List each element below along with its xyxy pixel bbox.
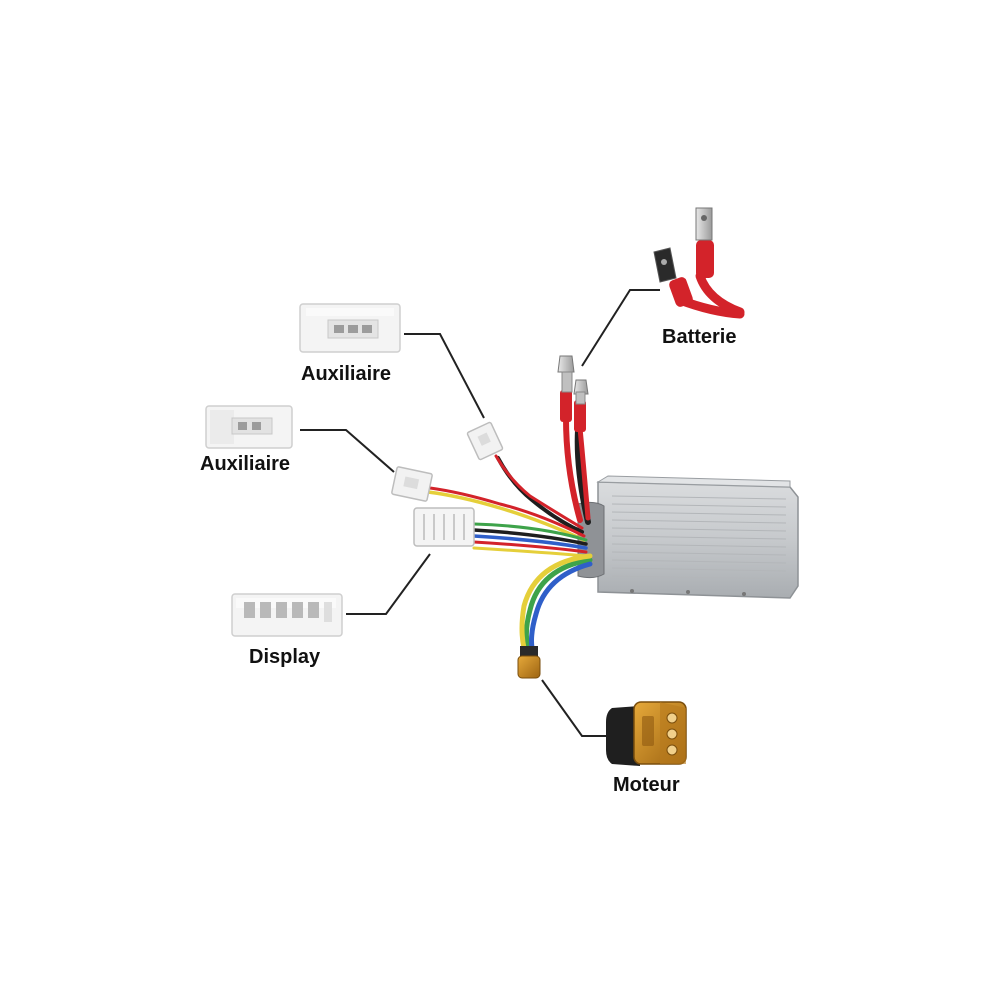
label-display: Display	[249, 646, 321, 668]
aux-mid-connector-on-cable	[391, 466, 433, 502]
motor-connector-on-cable	[517, 646, 541, 679]
aux-mid-connector-detail	[205, 405, 293, 449]
label-auxiliaire-mid: Auxiliaire	[200, 453, 291, 475]
label-moteur: Moteur	[613, 774, 680, 796]
label-auxiliaire-top: Auxiliaire	[301, 363, 392, 385]
leader-line-battery	[581, 289, 660, 367]
motor-connector-detail	[606, 701, 687, 766]
leader-lines	[300, 289, 660, 737]
leader-line-motor	[541, 679, 606, 737]
aux-top-connector-on-cable	[466, 421, 504, 461]
label-batterie: Batterie	[662, 326, 737, 348]
leader-line-aux-mid	[300, 429, 395, 473]
controller-box	[577, 475, 799, 599]
battery-lead-terminals	[557, 355, 589, 432]
aux-top-connector-detail	[299, 303, 401, 353]
display-connector-detail	[231, 593, 343, 637]
leader-line-aux-top	[404, 333, 485, 419]
battery-terminal-detail	[653, 207, 745, 319]
wire-harness	[426, 415, 593, 651]
leader-line-display	[346, 553, 431, 615]
display-connector-on-cable	[413, 507, 475, 547]
